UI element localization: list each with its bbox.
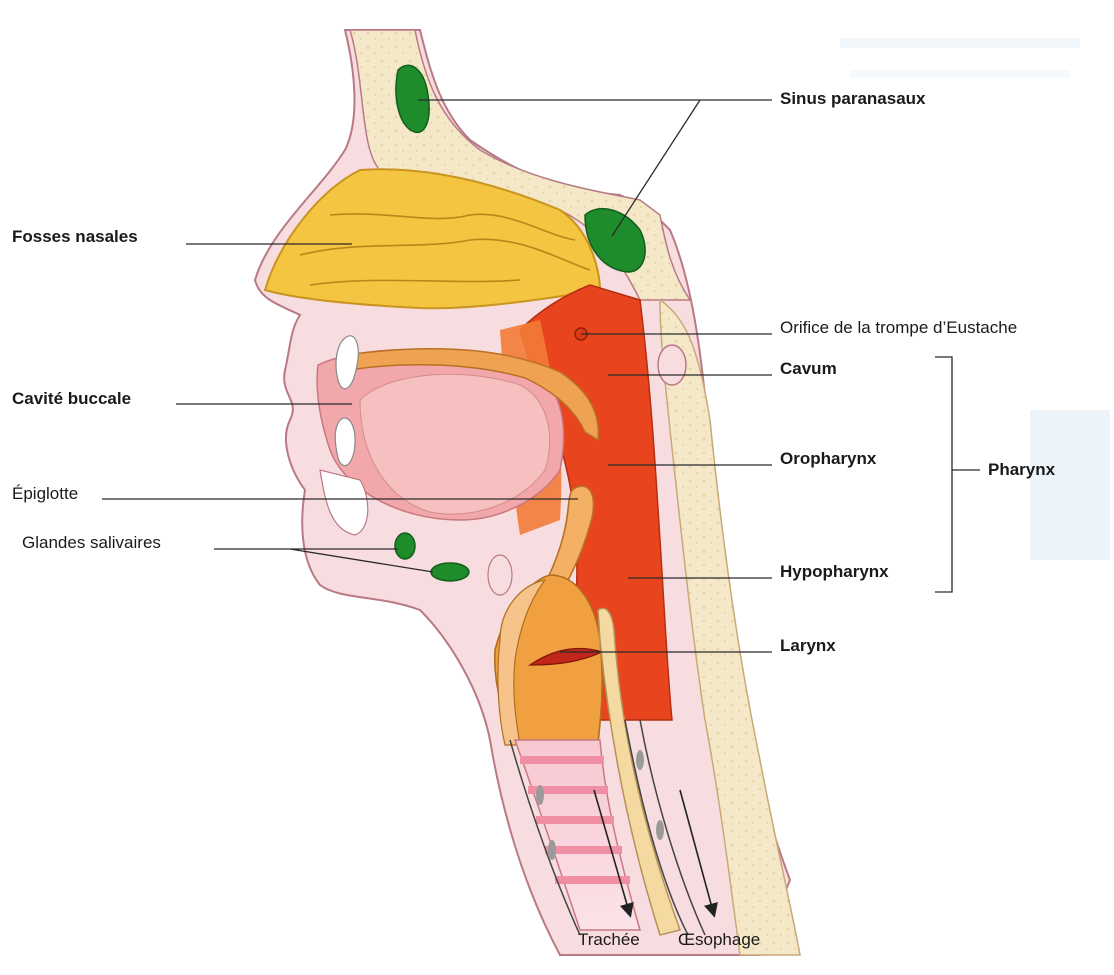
salivary-gland-submandibular: [431, 563, 469, 581]
label-orifice-trompe: Orifice de la trompe d’Eustache: [780, 318, 1017, 338]
atlas-vertebra: [658, 345, 686, 385]
label-trachee: Trachée: [578, 930, 640, 950]
label-hypopharynx: Hypopharynx: [780, 562, 889, 582]
salivary-gland-sublingual: [395, 533, 415, 559]
label-glandes-salivaires: Glandes salivaires: [22, 533, 161, 553]
label-larynx: Larynx: [780, 636, 836, 656]
pharynx-bracket: [935, 357, 980, 592]
label-oesophage: Œsophage: [678, 930, 760, 950]
hyoid-bone: [488, 555, 512, 595]
label-cavite-buccale: Cavité buccale: [12, 389, 131, 409]
label-sinus-paranasaux: Sinus paranasaux: [780, 89, 926, 109]
lower-tooth: [335, 418, 355, 466]
label-cavum: Cavum: [780, 359, 837, 379]
label-fosses-nasales: Fosses nasales: [12, 227, 138, 247]
label-pharynx: Pharynx: [988, 460, 1055, 480]
label-oropharynx: Oropharynx: [780, 449, 876, 469]
label-epiglotte: Épiglotte: [12, 484, 78, 504]
